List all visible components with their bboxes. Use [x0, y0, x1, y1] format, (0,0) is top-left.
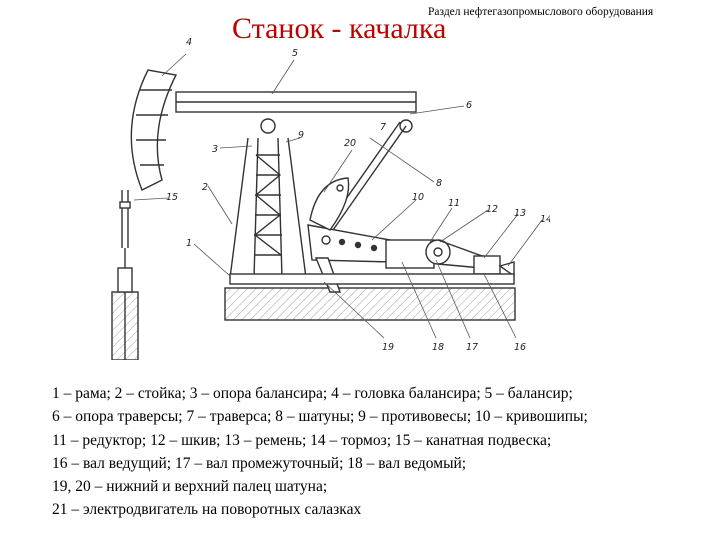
- pump-jack-drawing: 4 5 6 3 9 20 8 2 10 11 12 13 14 15 1 19 …: [90, 30, 552, 365]
- pitman-rods: [325, 125, 407, 241]
- brake: [498, 261, 515, 278]
- wellhead: [117, 267, 133, 293]
- crank-arm: [307, 224, 393, 263]
- callout-14: 14: [540, 214, 550, 225]
- legend-line: 6 – опора траверсы; 7 – траверса; 8 – ша…: [52, 408, 588, 426]
- section-header: Раздел нефтегазопромыслового оборудовани…: [428, 6, 654, 18]
- callout-12: 12: [486, 204, 498, 215]
- callout-19: 19: [382, 342, 394, 353]
- callout-16: 16: [514, 342, 526, 353]
- legend-line: 19, 20 – нижний и верхний палец шатуна;: [52, 478, 328, 496]
- callout-10: 10: [412, 192, 424, 203]
- callout-leaders: [133, 53, 543, 339]
- callout-9: 9: [298, 130, 304, 141]
- callout-7: 7: [380, 122, 386, 133]
- parts-legend: 1 – рама; 2 – стойка; 3 – опора балансир…: [52, 382, 712, 522]
- legend-line: 1 – рама; 2 – стойка; 3 – опора балансир…: [52, 385, 573, 402]
- callout-15: 15: [166, 192, 178, 203]
- callout-2: 2: [202, 182, 208, 193]
- callout-8: 8: [436, 178, 442, 189]
- foundation: [224, 287, 516, 321]
- callout-6: 6: [466, 100, 472, 111]
- legend-line: 21 – электродвигатель на поворотных сала…: [52, 501, 362, 519]
- belt: [437, 239, 483, 257]
- callout-labels: 4 5 6 3 9 20 8 2 10 11 12 13 14 15 1 19 …: [166, 37, 552, 353]
- equalizer-bearing: [260, 118, 276, 134]
- callout-4: 4: [186, 37, 192, 48]
- callout-3: 3: [212, 144, 218, 155]
- callout-17: 17: [466, 342, 478, 353]
- callout-11: 11: [448, 198, 460, 209]
- samson-post: [229, 137, 249, 279]
- callout-20: 20: [344, 138, 356, 149]
- callout-5: 5: [292, 48, 298, 59]
- base-frame: [229, 273, 515, 285]
- callout-13: 13: [514, 208, 526, 219]
- pump-jack-svg: 4 5 6 3 9 20 8 2 10 11 12 13 14 15 1 19 …: [111, 37, 552, 361]
- callout-1: 1: [186, 238, 192, 249]
- horsehead: [130, 69, 178, 191]
- legend-line: 11 – редуктор; 12 – шкив; 13 – ремень; 1…: [52, 431, 552, 449]
- legend-line: 16 – вал ведущий; 17 – вал промежуточный…: [52, 454, 467, 472]
- callout-18: 18: [432, 342, 444, 353]
- page-title: Станок - качалка: [232, 12, 447, 45]
